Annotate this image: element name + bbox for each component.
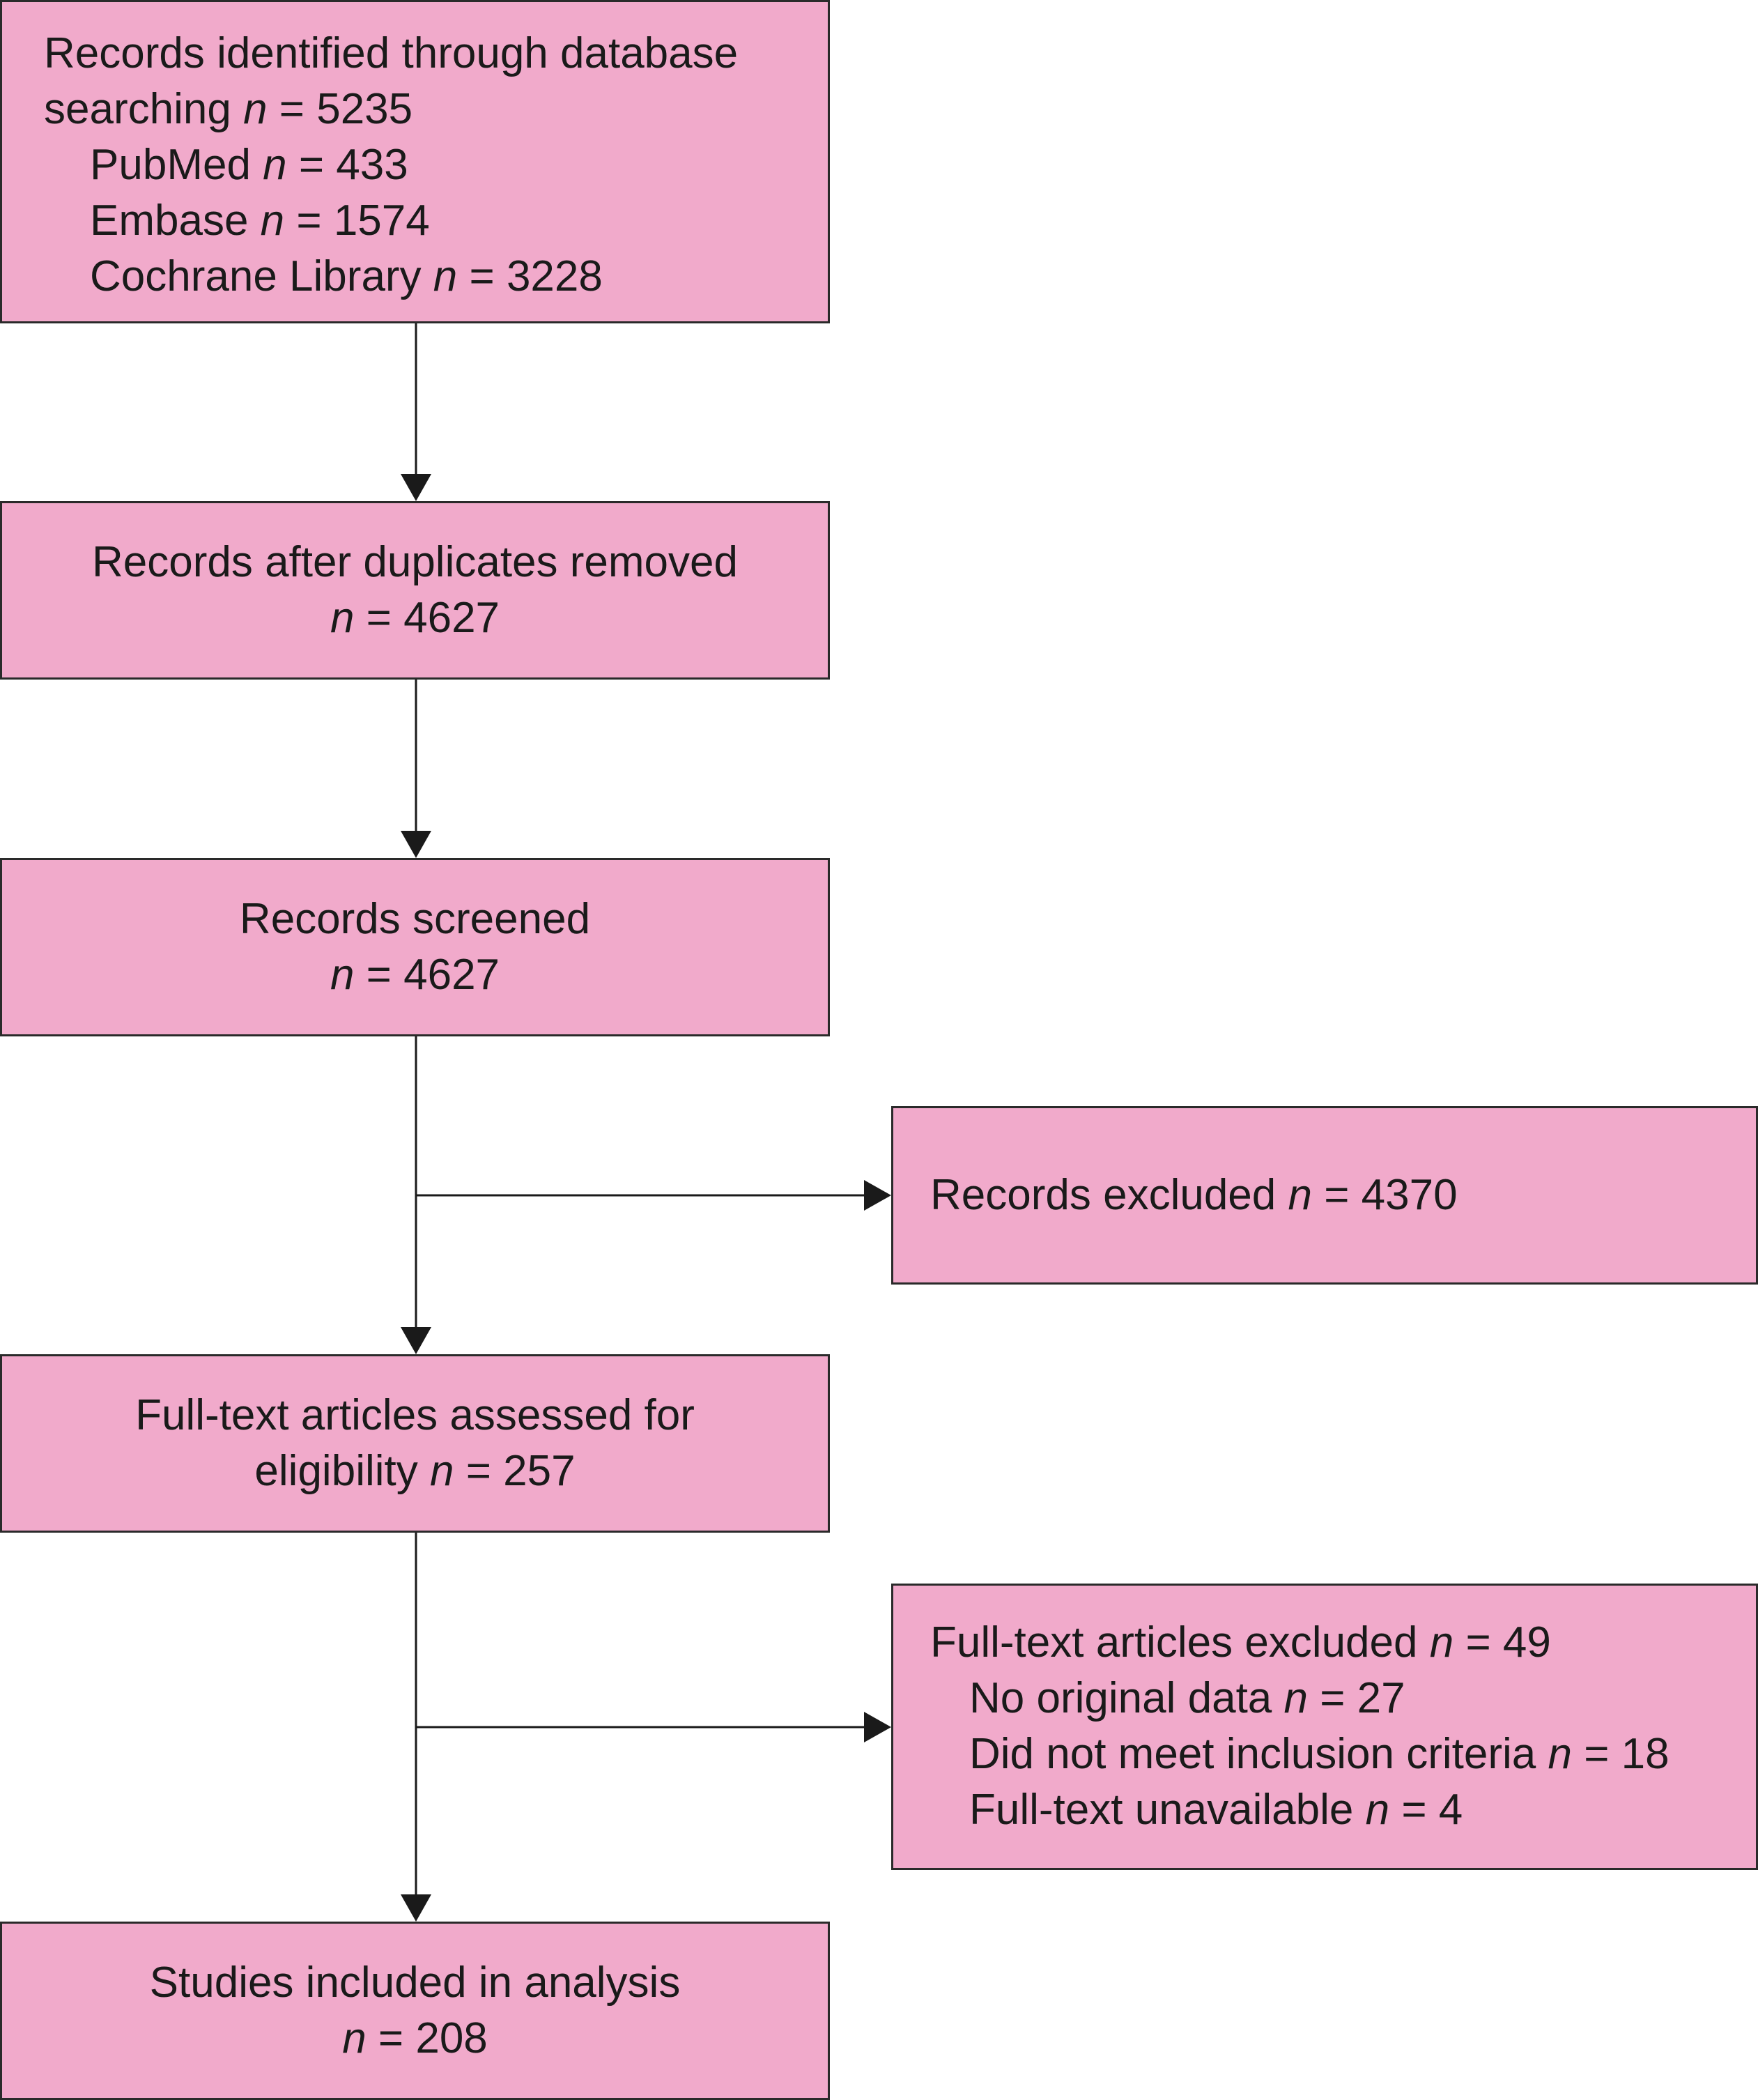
n-symbol: n [1548,1730,1572,1778]
duplicates-title: Records after duplicates removed [91,538,738,586]
fulltext-title-line2: eligibility n = 257 [2,1443,828,1499]
fulltext-value: = 257 [465,1447,576,1495]
arrowhead-fulltext [401,1327,431,1354]
included-count: n = 208 [2,2011,828,2067]
n-symbol: n [433,252,458,300]
source-embase-value: = 1574 [296,197,430,245]
n-symbol: n [243,85,268,133]
reason-fulltext-unavailable: Full-text unavailable n = 4 [930,1782,1756,1838]
n-symbol: n [263,141,287,189]
n-symbol: n [342,2014,367,2062]
arrowhead-screened [401,831,431,858]
duplicates-count: n = 4627 [2,590,828,646]
source-cochrane: Cochrane Library n = 3228 [44,249,828,305]
arrowhead-fulltext-excluded [864,1712,891,1742]
fulltext-excluded-value: = 49 [1465,1618,1551,1666]
n-symbol: n [260,197,285,245]
n-symbol: n [330,594,355,642]
fulltext-excluded-title: Full-text articles excluded n = 49 [930,1615,1756,1671]
source-embase: Embase n = 1574 [44,193,828,249]
identified-title-line2: searching n = 5235 [44,82,828,137]
n-symbol: n [1365,1786,1390,1834]
included-value: = 208 [378,2014,488,2062]
screened-count: n = 4627 [2,947,828,1003]
studies-included-box: Studies included in analysis n = 208 [0,1922,830,2100]
reason-label: No original data [969,1674,1284,1722]
n-symbol: n [429,1447,454,1495]
n-symbol: n [330,951,355,999]
identified-title-line1: Records identified through database [44,29,739,77]
reason-inclusion-criteria: Did not meet inclusion criteria n = 18 [930,1726,1756,1782]
fulltext-excluded-label: Full-text articles excluded [930,1618,1430,1666]
reason-label: Full-text unavailable [969,1786,1366,1834]
n-symbol: n [1288,1171,1312,1219]
source-pubmed-label: PubMed [90,141,263,189]
n-symbol: n [1429,1618,1454,1666]
source-pubmed-value: = 433 [298,141,408,189]
source-pubmed: PubMed n = 433 [44,137,828,193]
n-symbol: n [1283,1674,1308,1722]
reason-value: = 27 [1320,1674,1405,1722]
records-excluded-box: Records excluded n = 4370 [891,1106,1758,1285]
reason-value: = 4 [1401,1786,1463,1834]
identified-total-value: = 5235 [279,85,413,133]
fulltext-title-line1: Full-text articles assessed for [135,1391,695,1439]
screened-title: Records screened [239,895,591,943]
records-excluded-text: Records excluded n = 4370 [930,1167,1458,1223]
arrowhead-duplicates [401,474,431,501]
fulltext-excluded-box: Full-text articles excluded n = 49 No or… [891,1584,1758,1870]
fulltext-assessed-box: Full-text articles assessed for eligibil… [0,1354,830,1533]
duplicates-value: = 4627 [366,594,500,642]
arrowhead-included [401,1894,431,1922]
records-identified-box: Records identified through database sear… [0,0,830,323]
fulltext-eligibility-text: eligibility [254,1447,430,1495]
source-cochrane-label: Cochrane Library [90,252,433,300]
reason-label: Did not meet inclusion criteria [969,1730,1548,1778]
source-cochrane-value: = 3228 [469,252,603,300]
records-excluded-value: = 4370 [1324,1171,1458,1219]
included-title: Studies included in analysis [149,1959,681,2007]
reason-no-original-data: No original data n = 27 [930,1671,1756,1726]
screened-value: = 4627 [366,951,500,999]
source-embase-label: Embase [90,197,261,245]
records-excluded-label: Records excluded [930,1171,1288,1219]
identified-searching-text: searching [44,85,244,133]
duplicates-removed-box: Records after duplicates removed n = 462… [0,501,830,680]
records-screened-box: Records screened n = 4627 [0,858,830,1036]
reason-value: = 18 [1584,1730,1670,1778]
arrowhead-records-excluded [864,1180,891,1211]
